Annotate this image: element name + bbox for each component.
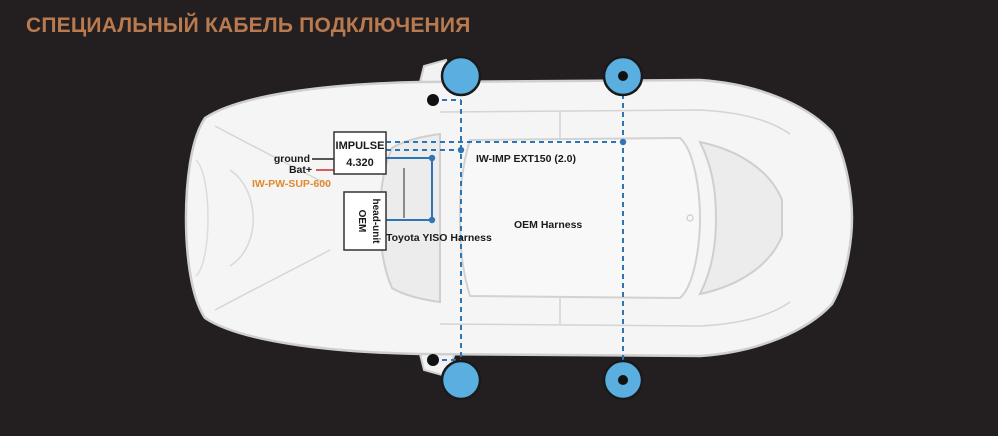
bumper-line xyxy=(195,159,209,277)
head-unit-rect xyxy=(343,191,387,251)
joint-dot xyxy=(428,216,436,224)
head-unit-line2: head-unit xyxy=(370,199,381,245)
car-body xyxy=(184,58,854,378)
tweeter-top-icon xyxy=(427,94,439,106)
joint-dot xyxy=(428,154,436,162)
speaker-rear-top xyxy=(602,55,644,97)
speaker-front-bottom xyxy=(440,359,482,401)
iso-harness-label: Toyota YISO Harness xyxy=(386,232,492,244)
speaker-icon xyxy=(440,359,482,401)
wire-joints xyxy=(428,138,627,224)
head-unit-line1: OEM xyxy=(356,210,367,233)
roof-antenna xyxy=(686,214,694,222)
amplifier-name: IMPULSE xyxy=(336,140,385,152)
side-window-bottom xyxy=(439,301,791,327)
speaker-rear-bottom xyxy=(602,359,644,401)
speaker-cone-icon xyxy=(618,375,628,385)
page-title: СПЕЦИАЛЬНЫЙ КАБЕЛЬ ПОДКЛЮЧЕНИЯ xyxy=(26,14,471,37)
joint-dot xyxy=(619,138,627,146)
ext-cable-label: IW-IMP EXT150 (2.0) xyxy=(476,153,576,165)
amplifier-rect xyxy=(333,131,387,175)
amplifier-box: IMPULSE 4.320 xyxy=(333,131,387,175)
side-window-top xyxy=(439,109,791,135)
bat-label: Bat+ xyxy=(289,164,312,176)
amplifier-model: 4.320 xyxy=(346,157,374,169)
joint-dot xyxy=(457,146,465,154)
rear-window xyxy=(698,140,783,296)
ground-label: ground xyxy=(274,153,310,165)
tweeter-bottom-icon xyxy=(427,354,439,366)
hood-line-2 xyxy=(214,249,331,311)
hood-line-1 xyxy=(214,125,331,187)
oem-harness-label: OEM Harness xyxy=(514,219,582,231)
grille-line xyxy=(229,169,254,267)
speaker-icon xyxy=(440,55,482,97)
power-cable-label: IW-PW-SUP-600 xyxy=(252,178,331,190)
head-unit-box: OEM head-unit xyxy=(343,191,387,251)
speaker-front-top xyxy=(440,55,482,97)
speaker-cone-icon xyxy=(618,71,628,81)
